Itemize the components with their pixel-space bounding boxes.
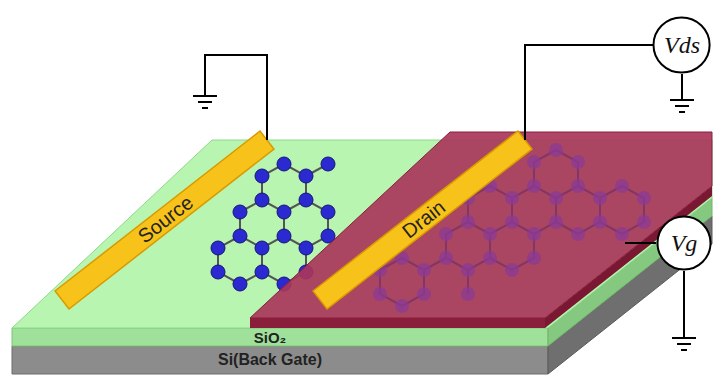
drain-electrode	[313, 131, 532, 309]
ground-wire	[681, 74, 683, 100]
layer-front-face	[250, 318, 545, 328]
lattice-bonds-under-layer	[380, 150, 644, 306]
lattice-atoms-under-layer	[373, 143, 651, 313]
layer-label: SiO₂	[254, 329, 287, 346]
drain-wire	[525, 45, 653, 140]
layer-label: Si(Back Gate)	[218, 351, 322, 369]
source-electrode	[55, 131, 274, 309]
ground-symbol	[672, 338, 696, 350]
ground-wire	[683, 271, 685, 338]
source-circle: Vg	[656, 215, 712, 271]
ground-symbol	[193, 96, 217, 108]
gate-wire	[625, 242, 656, 244]
si-front-face	[12, 346, 548, 374]
layer-top-face	[250, 132, 712, 318]
voltage-label: Vds	[664, 32, 700, 59]
sio2-front-face	[12, 328, 548, 346]
voltage-label: Vg	[671, 230, 698, 257]
source-circle: Vds	[652, 16, 711, 74]
ground-symbol	[670, 100, 694, 112]
source-wire	[205, 55, 267, 140]
